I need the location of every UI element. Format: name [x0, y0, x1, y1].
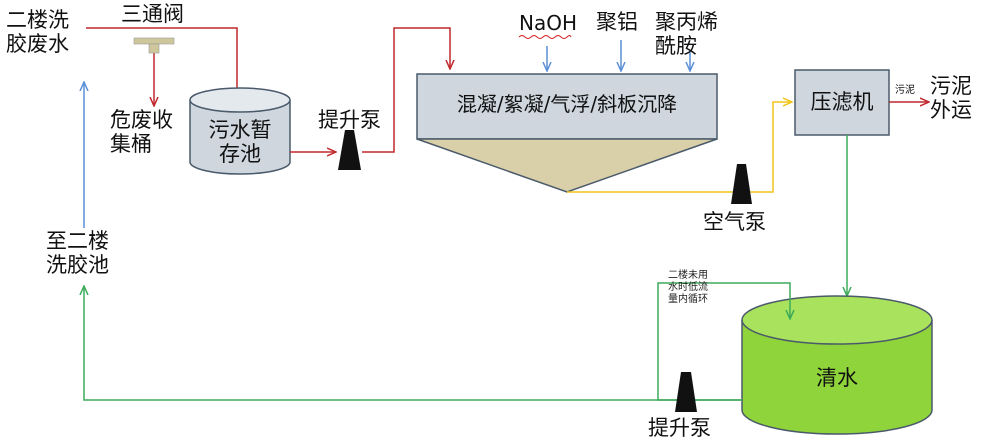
hazardous-bucket-label: 危废收 集桶: [110, 108, 173, 156]
flow-source-to-tank: [86, 27, 237, 102]
naoh-underline: [518, 35, 572, 39]
air-pump-icon: [731, 164, 752, 204]
three-way-valve-label: 三通阀: [121, 2, 184, 26]
reactor-shape: [416, 73, 718, 193]
flow-reactor-to-filter: [567, 102, 791, 193]
filter-press-label: 压滤机: [810, 90, 874, 114]
clear-water-tank-shape: [741, 295, 933, 435]
recirc-note-label: 二楼未用 水时低流 量内循环: [668, 270, 708, 305]
lift-pump-top-label: 提升泵: [318, 108, 381, 132]
return-pool-label: 至二楼 洗胶池: [46, 229, 109, 277]
pam-label: 聚丙烯 酰胺: [655, 10, 718, 58]
temp-tank-shape: [189, 87, 291, 175]
reactor-label: 混凝/絮凝/气浮/斜板沉降: [456, 92, 678, 116]
flow-pump-to-reactor: [362, 27, 450, 153]
sludge-small-label: 污泥: [895, 85, 915, 96]
lift-pump-bottom-label: 提升泵: [648, 416, 711, 440]
pac-label: 聚铝: [596, 10, 638, 34]
naoh-label: NaOH: [519, 11, 577, 35]
air-pump-label: 空气泵: [703, 210, 766, 234]
lift-pump-bottom-icon: [675, 372, 697, 412]
flow-return-to-second-floor: [84, 287, 742, 401]
source-label: 二楼洗 胶废水: [6, 8, 69, 56]
temp-tank-label: 污水暂 存池: [208, 118, 272, 166]
clear-water-label: 清水: [816, 366, 858, 390]
filter-press-shape: [794, 69, 890, 136]
three-way-valve-icon: [133, 37, 175, 54]
sludge-out-label: 污泥 外运: [930, 74, 972, 122]
lift-pump-top-icon: [338, 130, 361, 170]
